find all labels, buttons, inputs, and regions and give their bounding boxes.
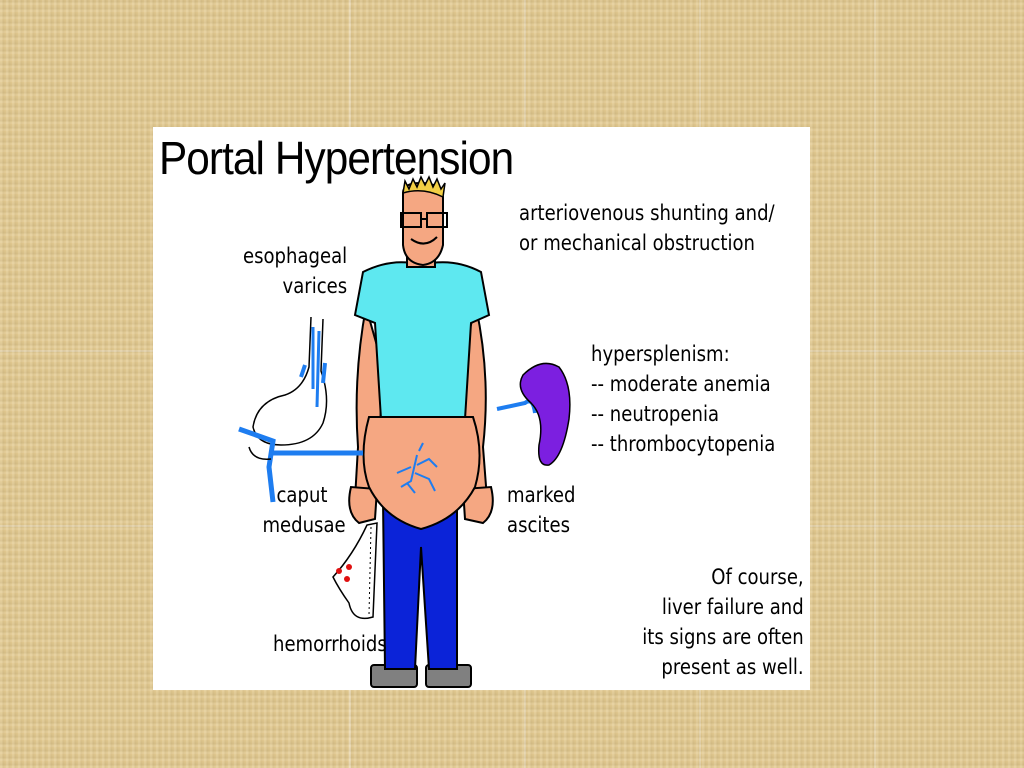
hypersplenism-label: hypersplenism: -- moderate anemia -- neu… xyxy=(591,342,776,456)
liver-failure-note: Of course, liver failure and its signs a… xyxy=(642,565,804,679)
man-figure-icon xyxy=(348,175,494,688)
hemorrhoids-icon xyxy=(332,522,378,620)
hemorrhoids-label: hemorrhoids xyxy=(273,632,387,656)
esophageal-varices-label: esophageal varices xyxy=(242,244,347,298)
spleen-icon xyxy=(496,362,571,466)
diagram-artwork xyxy=(238,175,571,688)
diagram-title: Portal Hypertension xyxy=(159,132,514,184)
caput-medusae-label: caput medusae xyxy=(262,483,346,537)
caput-medusae-veins-icon xyxy=(396,442,438,494)
esophagus-stomach-icon xyxy=(238,316,363,503)
marked-ascites-label: marked ascites xyxy=(507,483,576,537)
cause-label: arteriovenous shunting and/ or mechanica… xyxy=(519,201,775,255)
portal-hypertension-illustration: Portal Hypertension arteriovenous shunti… xyxy=(153,127,810,690)
